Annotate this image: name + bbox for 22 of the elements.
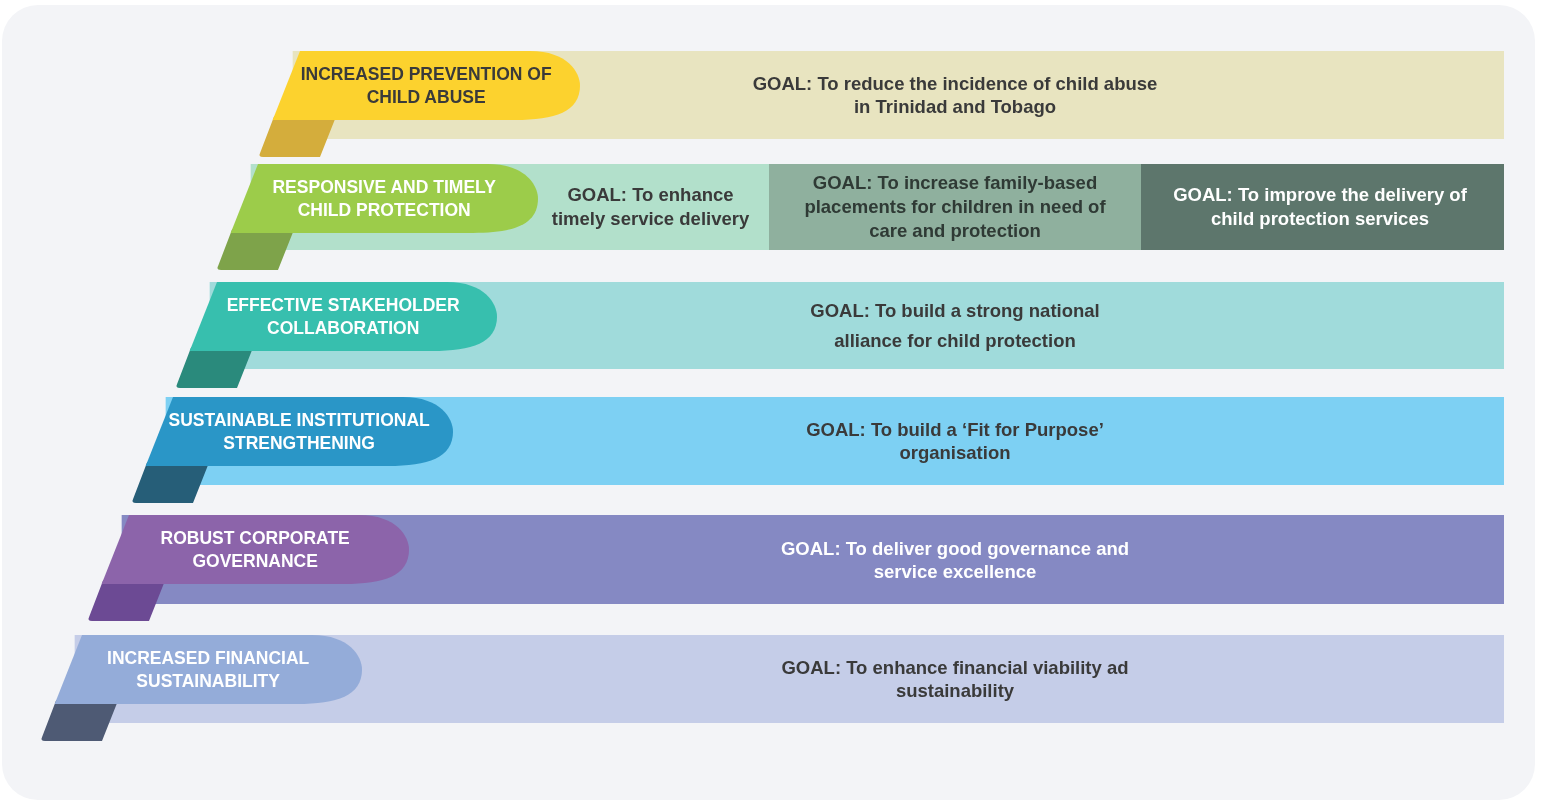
tab-title: INCREASED PREVENTION OF CHILD ABUSE [299, 62, 553, 109]
goal-text: GOAL: To reduce the incidence of child abuse in Trinidad and Tobago [751, 72, 1159, 118]
goal-text: GOAL: To build a ‘Fit for Purpose’ organisation [805, 418, 1105, 464]
goal-text: GOAL: To build a strong national alliance for child protection [809, 298, 1101, 353]
tab-title: INCREASED FINANCIAL SUSTAINABILITY [106, 646, 311, 693]
tab-title: EFFECTIVE STAKEHOLDER COLLABORATION [225, 293, 461, 340]
goal-text: GOAL: To improve the delivery of child protection services [1172, 183, 1468, 231]
goal-band [497, 282, 1504, 369]
tab-title: RESPONSIVE AND TIMELY CHILD PROTECTION [271, 175, 497, 222]
goal-text: GOAL: To increase family-based placements for children in need of care and protection [803, 171, 1107, 243]
goal-text: GOAL: To enhance timely service delivery [550, 183, 751, 231]
goal-band [409, 515, 1504, 604]
goal-band [580, 51, 1504, 139]
goal-band [1141, 164, 1504, 250]
tab-title: ROBUST CORPORATE GOVERNANCE [159, 526, 351, 573]
goal-text: GOAL: To deliver good governance and service excellence [779, 536, 1131, 583]
goal-text: GOAL: To enhance financial viability ad sustainability [780, 656, 1130, 702]
tab-title: SUSTAINABLE INSTITUTIONAL STRENGTHENING [167, 408, 431, 455]
goal-band [362, 635, 1504, 723]
goal-band [769, 164, 1141, 250]
goal-band [538, 164, 769, 250]
goal-band [453, 397, 1504, 485]
